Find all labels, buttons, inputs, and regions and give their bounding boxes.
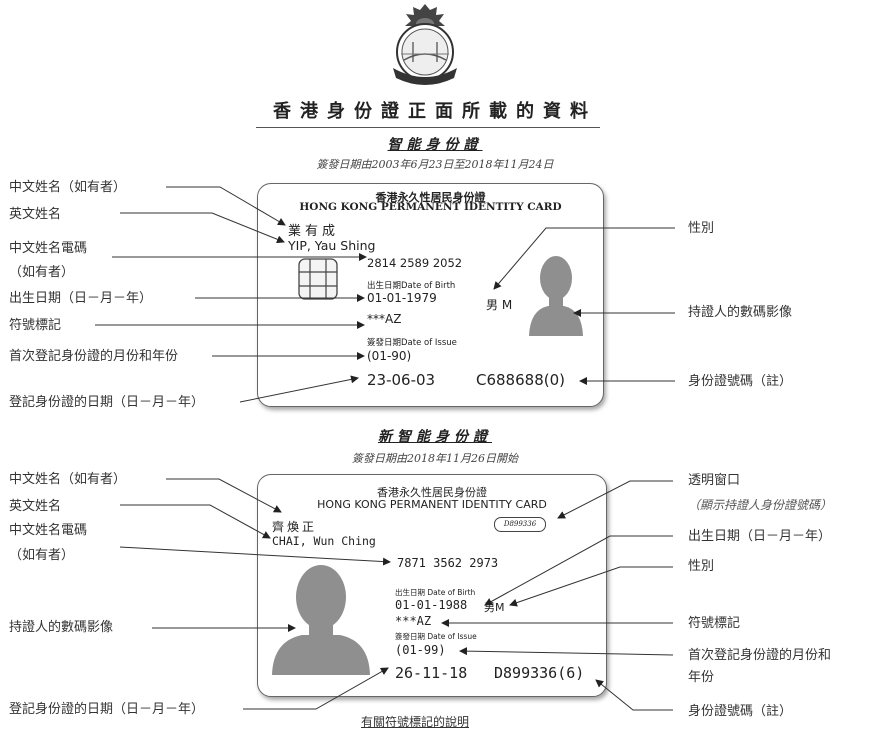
card-issue-label: 簽發日期 Date of Issue xyxy=(395,632,477,641)
label-sex: 性別 xyxy=(688,221,715,236)
label-symbols: 符號標記 xyxy=(9,318,62,333)
person-silhouette-icon xyxy=(270,555,372,679)
card-header-en: HONG KONG PERMANENT IDENTITY CARD xyxy=(317,498,547,511)
label-issue-date: 登記身份證的日期（日－月－年） xyxy=(9,395,205,410)
card-name-cn: 業有成 xyxy=(288,224,340,239)
card-symbols: ***AZ xyxy=(395,614,432,628)
title-rule xyxy=(256,127,600,128)
label-photo: 持證人的數碼影像 xyxy=(9,620,114,635)
label-id-number: 身份證號碼（註） xyxy=(688,374,793,389)
label-first-reg: 首次登記身份證的月份和年份 xyxy=(9,349,179,364)
label-dob: 出生日期（日－月－年） xyxy=(9,291,153,306)
smart-section-title: 智能身份證 xyxy=(387,137,483,153)
page-title: 香港身份證正面所載的資料 xyxy=(273,101,597,122)
card-sex: 男 M xyxy=(486,298,513,312)
card-dob-label: 出生日期 Date of Birth xyxy=(395,588,476,597)
card-first-reg: (01-90) xyxy=(367,349,412,363)
police-emblem-icon xyxy=(388,2,462,92)
new-smart-id-card: 香港永久性居民身份證 HONG KONG PERMANENT IDENTITY … xyxy=(257,474,607,697)
card-id-number: D899336(6) xyxy=(494,664,585,682)
card-first-reg: (01-99) xyxy=(395,643,446,657)
card-name-en: CHAI, Wun Ching xyxy=(272,534,376,548)
smart-section-subtitle: 簽發日期由2003年6月23日至2018年11月24日 xyxy=(316,158,554,171)
card-header-cn: 香港永久性居民身份證 xyxy=(377,486,487,499)
card-dob: 01-01-1988 xyxy=(395,598,468,612)
card-dob-label: 出生日期Date of Birth xyxy=(367,281,456,291)
card-ccc: 7871 3562 2973 xyxy=(397,556,499,570)
symbols-explanation-link[interactable]: 有關符號標記的說明 xyxy=(361,715,470,729)
label-photo: 持證人的數碼影像 xyxy=(688,305,793,320)
card-issue-label: 簽發日期Date of Issue xyxy=(367,338,457,348)
card-symbols: ***AZ xyxy=(367,312,402,326)
card-issue-date: 26-11-18 xyxy=(395,664,468,682)
label-ccc: 中文姓名電碼 xyxy=(9,523,88,538)
label-ccc-note: （如有者） xyxy=(9,265,75,280)
card-ccc: 2814 2589 2052 xyxy=(367,256,463,270)
label-symbols: 符號標記 xyxy=(688,616,741,631)
card-header-en: HONG KONG PERMANENT IDENTITY CARD xyxy=(299,201,562,213)
card-name-cn: 齊煥正 xyxy=(272,520,318,534)
label-chinese-name: 中文姓名（如有者） xyxy=(9,180,127,195)
label-window-note: （顯示持證人身份證號碼） xyxy=(688,498,833,512)
new-smart-section-title: 新智能身份證 xyxy=(378,429,492,445)
label-english-name: 英文姓名 xyxy=(9,207,62,222)
label-first-reg: 首次登記身份證的月份和 xyxy=(688,648,832,663)
transparent-window: D899336 xyxy=(494,517,546,532)
person-silhouette-icon xyxy=(526,248,586,342)
label-window: 透明窗口 xyxy=(688,473,741,488)
label-dob: 出生日期（日－月－年） xyxy=(688,529,832,544)
card-name-en: YIP, Yau Shing xyxy=(288,238,376,253)
card-id-number: C688688(0) xyxy=(476,371,565,389)
new-smart-section-subtitle: 簽發日期由2018年11月26日開始 xyxy=(352,452,518,465)
card-issue-date: 23-06-03 xyxy=(367,371,436,389)
label-ccc-note: （如有者） xyxy=(9,548,75,563)
label-english-name: 英文姓名 xyxy=(9,499,62,514)
label-chinese-name: 中文姓名（如有者） xyxy=(9,472,127,487)
label-issue-date: 登記身份證的日期（日－月－年） xyxy=(9,702,205,717)
card-header-cn: 香港永久性居民身份證 xyxy=(375,191,486,204)
label-id-number: 身份證號碼（註） xyxy=(688,704,793,719)
chip-icon xyxy=(298,258,338,304)
label-ccc: 中文姓名電碼 xyxy=(9,241,88,256)
label-sex: 性別 xyxy=(688,559,715,574)
smart-id-card: 香港永久性居民身份證 HONG KONG PERMANENT IDENTITY … xyxy=(257,183,604,407)
label-first-reg-2: 年份 xyxy=(688,670,715,685)
card-dob: 01-01-1979 xyxy=(367,291,437,305)
